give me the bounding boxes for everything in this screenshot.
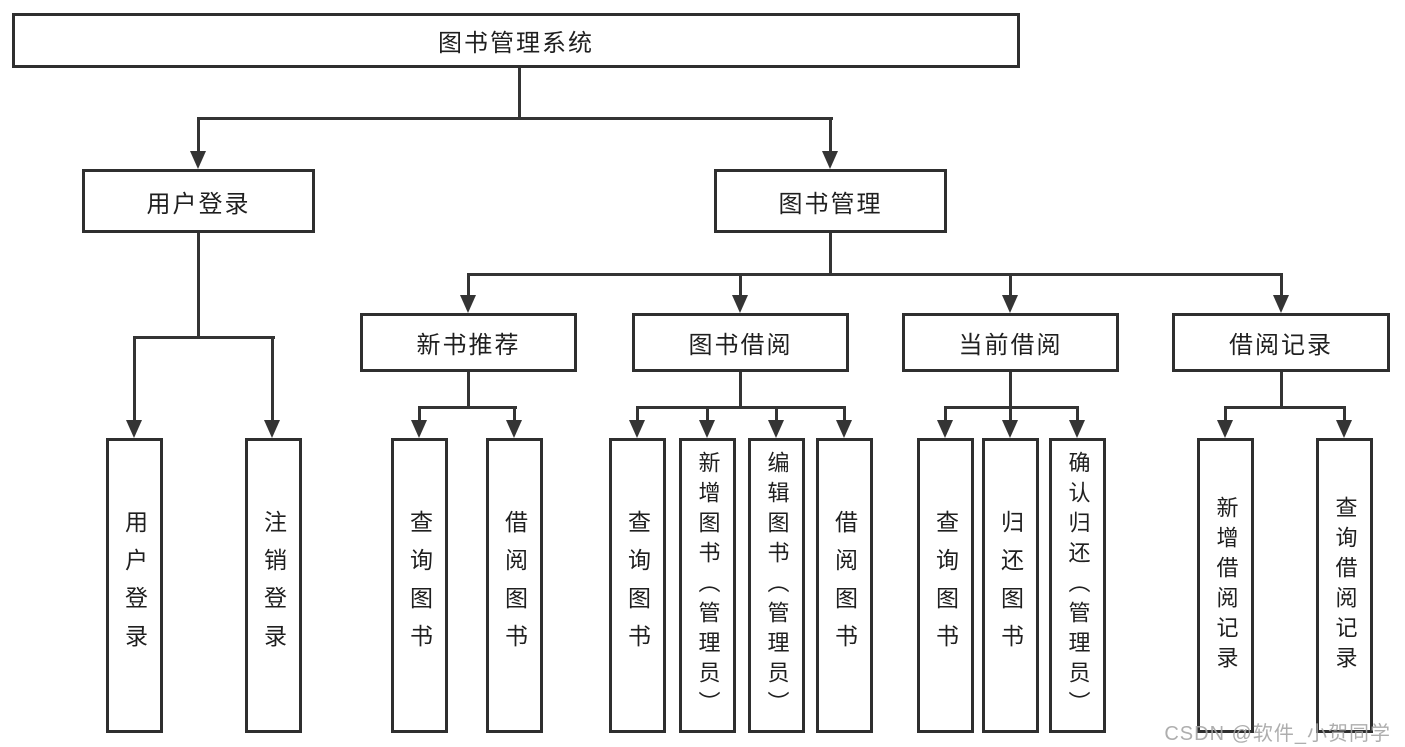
connector-line: [418, 406, 421, 421]
leaf-query-books-current-label: 查询图书: [932, 509, 959, 662]
connector-line: [636, 406, 846, 409]
node-new-book-recommend-label: 新书推荐: [416, 332, 521, 359]
connector-line: [829, 117, 832, 152]
connector-line: [1280, 273, 1283, 296]
connector-line: [739, 273, 742, 296]
leaf-return-book: 归还图书: [982, 438, 1039, 733]
arrowhead-down-icon: [264, 420, 280, 438]
connector-line: [197, 231, 200, 338]
node-root-label: 图书管理系统: [438, 30, 594, 57]
leaf-edit-book-admin: 编辑图书（管理员）: [748, 438, 805, 733]
leaf-user-login-label: 用户登录: [121, 509, 148, 662]
arrowhead-down-icon: [1002, 295, 1018, 313]
connector-line: [829, 231, 832, 275]
arrowhead-down-icon: [126, 420, 142, 438]
connector-line: [133, 336, 136, 421]
connector-line: [1009, 370, 1012, 408]
connector-line: [197, 117, 833, 120]
connector-line: [513, 406, 516, 421]
arrowhead-down-icon: [1273, 295, 1289, 313]
arrowhead-down-icon: [411, 420, 427, 438]
connector-line: [518, 66, 521, 120]
arrowhead-down-icon: [699, 420, 715, 438]
node-book-borrow-label: 图书借阅: [688, 332, 793, 359]
arrowhead-down-icon: [460, 295, 476, 313]
connector-line: [706, 406, 709, 421]
node-current-borrow: 当前借阅: [902, 313, 1119, 372]
leaf-borrow-books-recommend-label: 借阅图书: [501, 509, 528, 662]
connector-line: [1009, 406, 1012, 421]
node-current-borrow-label: 当前借阅: [958, 332, 1063, 359]
leaf-add-borrow-record: 新增借阅记录: [1197, 438, 1254, 733]
node-borrow-records-label: 借阅记录: [1229, 332, 1333, 359]
connector-line: [467, 273, 1283, 276]
connector-line: [1343, 406, 1346, 421]
connector-line: [467, 370, 470, 408]
arrowhead-down-icon: [190, 151, 206, 169]
leaf-borrow-books-borrow: 借阅图书: [816, 438, 873, 733]
connector-line: [271, 336, 274, 421]
node-book-management-label: 图书管理: [778, 190, 883, 218]
arrowhead-down-icon: [629, 420, 645, 438]
connector-line: [1224, 406, 1346, 409]
arrowhead-down-icon: [1336, 420, 1352, 438]
watermark-text: CSDN @软件_小贺同学: [1164, 723, 1391, 745]
connector-line: [843, 406, 846, 421]
arrowhead-down-icon: [1069, 420, 1085, 438]
connector-line: [1076, 406, 1079, 421]
node-user-login-label: 用户登录: [146, 190, 251, 218]
connector-line: [418, 406, 517, 409]
connector-line: [1280, 370, 1283, 408]
node-user-login: 用户登录: [82, 169, 315, 233]
leaf-query-books-borrow-label: 查询图书: [624, 509, 651, 662]
leaf-return-book-label: 归还图书: [997, 509, 1024, 662]
leaf-borrow-books-borrow-label: 借阅图书: [831, 509, 858, 662]
leaf-confirm-return-admin: 确认归还（管理员）: [1049, 438, 1106, 733]
leaf-add-book-admin-label: 新增图书（管理员）: [695, 450, 721, 721]
connector-line: [467, 273, 470, 296]
node-book-borrow: 图书借阅: [632, 313, 849, 372]
leaf-query-books-borrow: 查询图书: [609, 438, 666, 733]
leaf-borrow-books-recommend: 借阅图书: [486, 438, 543, 733]
connector-line: [739, 370, 742, 408]
leaf-user-login: 用户登录: [106, 438, 163, 733]
leaf-query-books-recommend: 查询图书: [391, 438, 448, 733]
arrowhead-down-icon: [822, 151, 838, 169]
arrowhead-down-icon: [836, 420, 852, 438]
leaf-logout-label: 注销登录: [260, 509, 287, 662]
arrowhead-down-icon: [1002, 420, 1018, 438]
arrowhead-down-icon: [1217, 420, 1233, 438]
leaf-add-book-admin: 新增图书（管理员）: [679, 438, 736, 733]
node-root: 图书管理系统: [12, 13, 1020, 68]
leaf-add-borrow-record-label: 新增借阅记录: [1213, 495, 1239, 676]
leaf-query-books-recommend-label: 查询图书: [406, 509, 433, 662]
arrowhead-down-icon: [506, 420, 522, 438]
connector-line: [944, 406, 947, 421]
arrowhead-down-icon: [732, 295, 748, 313]
arrowhead-down-icon: [768, 420, 784, 438]
arrowhead-down-icon: [937, 420, 953, 438]
connector-line: [133, 336, 275, 339]
leaf-query-borrow-record: 查询借阅记录: [1316, 438, 1373, 733]
connector-line: [636, 406, 639, 421]
node-new-book-recommend: 新书推荐: [360, 313, 577, 372]
node-book-management: 图书管理: [714, 169, 947, 233]
connector-line: [1009, 273, 1012, 296]
leaf-query-borrow-record-label: 查询借阅记录: [1332, 495, 1358, 676]
connector-line: [197, 117, 200, 152]
leaf-query-books-current: 查询图书: [917, 438, 974, 733]
leaf-edit-book-admin-label: 编辑图书（管理员）: [764, 450, 790, 721]
connector-line: [1224, 406, 1227, 421]
leaf-confirm-return-admin-label: 确认归还（管理员）: [1065, 450, 1091, 721]
leaf-logout: 注销登录: [245, 438, 302, 733]
connector-line: [775, 406, 778, 421]
node-borrow-records: 借阅记录: [1172, 313, 1390, 372]
